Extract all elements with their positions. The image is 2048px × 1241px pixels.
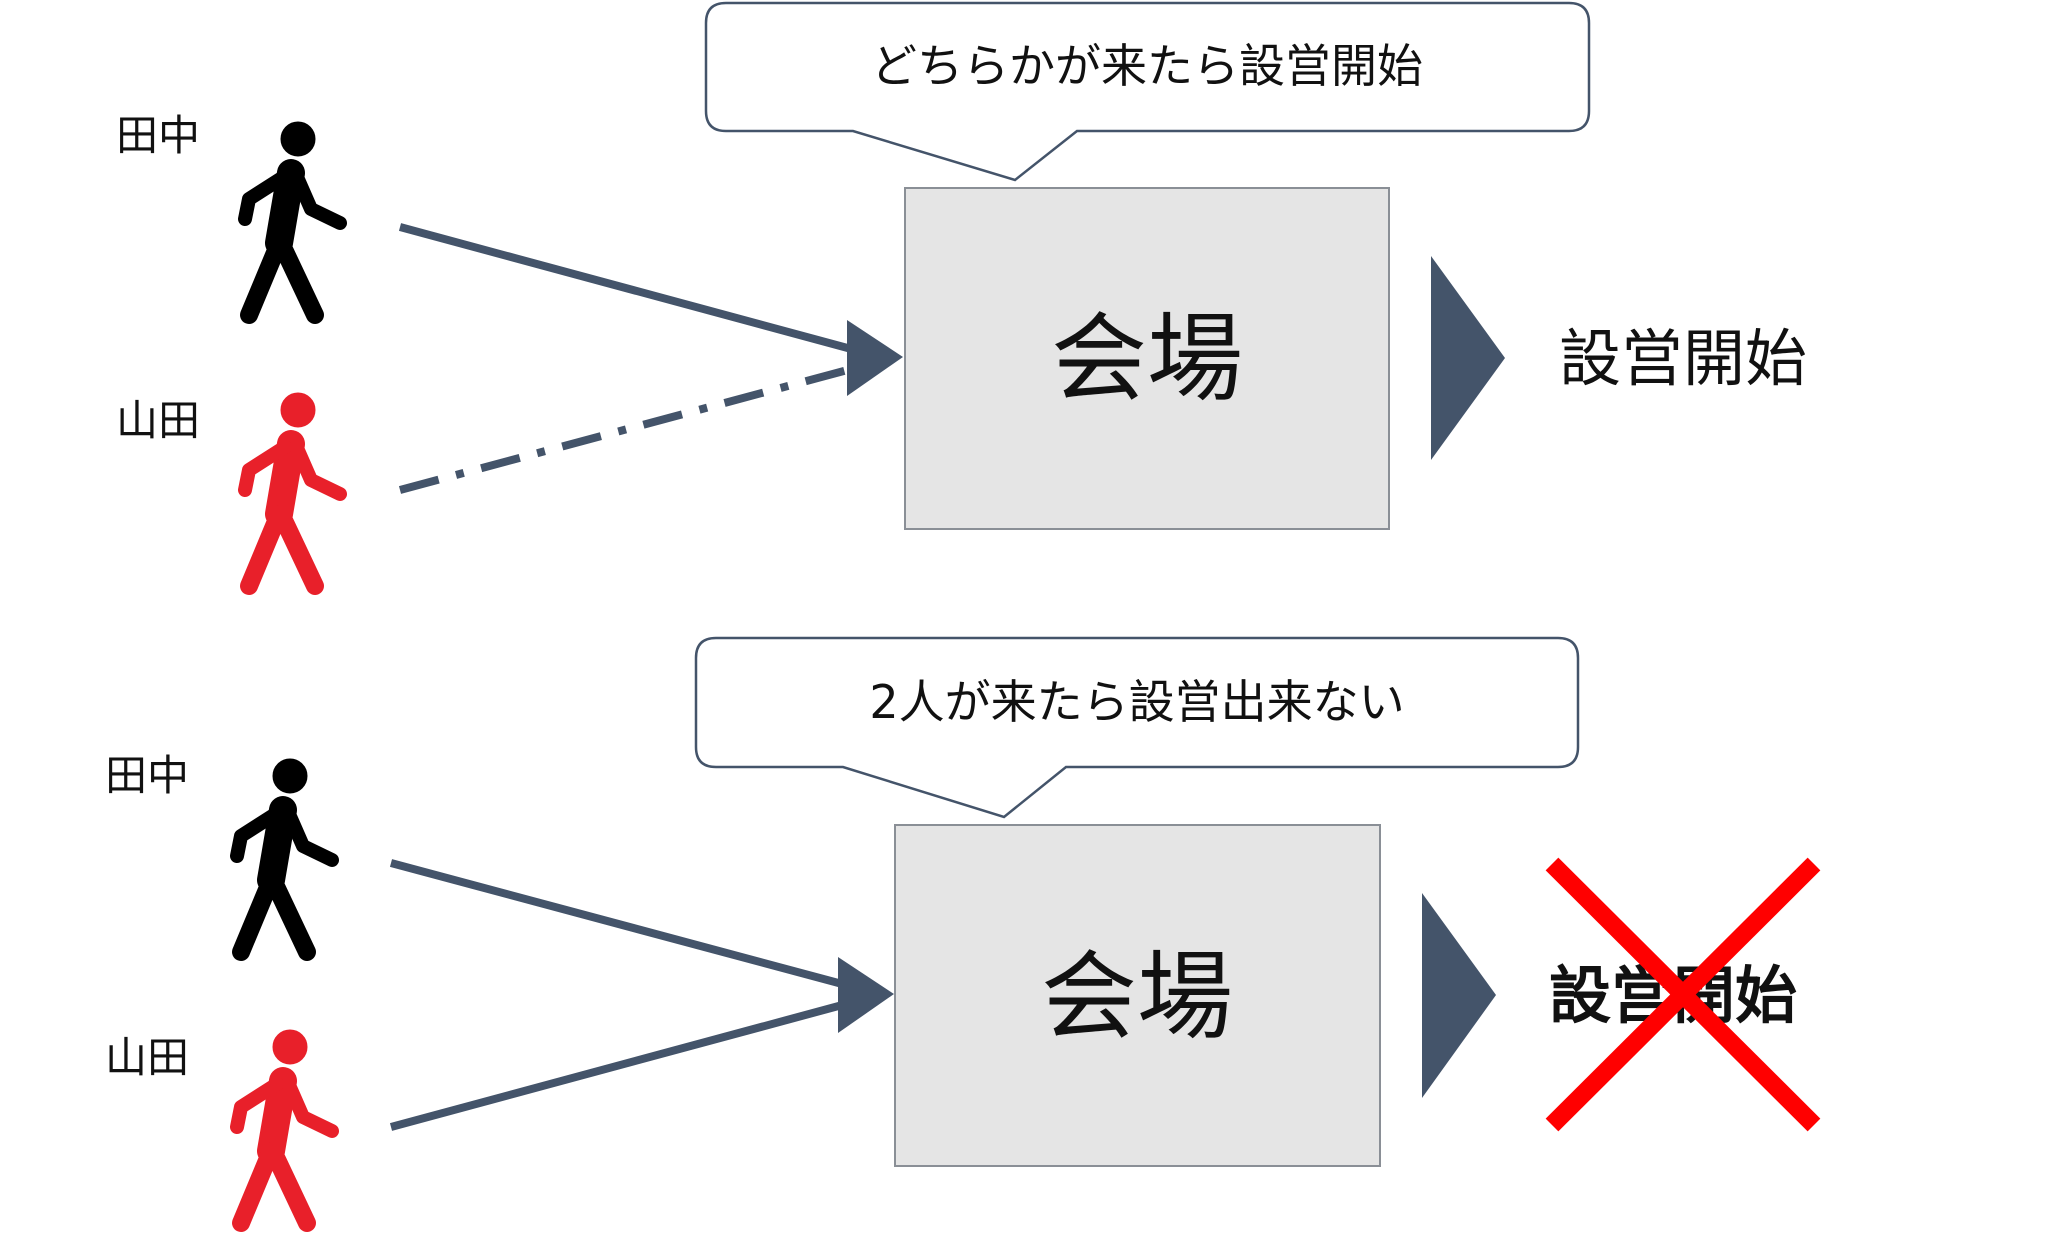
walking-person-icon [237,759,332,952]
result-label: 設営開始 [1559,322,1807,395]
person-label-yamada: 山田 [105,1033,189,1082]
cross-mark-icon [1545,857,1821,1132]
arrowhead-icon [847,320,903,396]
venue-box [894,824,1381,1167]
venue-label: 会場 [1051,303,1243,415]
person-label-tanaka: 田中 [105,751,189,800]
result-arrow-icon [1422,893,1496,1098]
person-label-tanaka: 田中 [116,111,200,160]
arrow-line-solid [389,859,848,989]
arrow-line-solid [389,1000,848,1131]
scenario-2: 2人が来たら設営出来ない 田中 山田 会場 設営開始 [105,636,1821,1223]
walking-person-icon [237,1030,332,1223]
person-label-yamada: 山田 [116,396,200,445]
venue-box [904,187,1390,530]
callout-text: どちらかが来たら設営開始 [871,39,1423,93]
result-arrow-icon [1431,256,1505,460]
callout-text: 2人が来たら設営出来ない [869,675,1404,729]
scenario-1: どちらかが来たら設営開始 田中 山田 会場 設営開始 [116,1,1807,586]
callout-bubble [694,636,1580,819]
walking-person-icon [245,393,340,586]
arrow-line-solid [398,223,857,354]
arrow-line-dashdot [398,364,857,494]
callout-bubble [704,1,1591,182]
arrowhead-icon [838,957,894,1033]
walking-person-icon [245,122,340,315]
venue-label: 会場 [1041,941,1233,1053]
